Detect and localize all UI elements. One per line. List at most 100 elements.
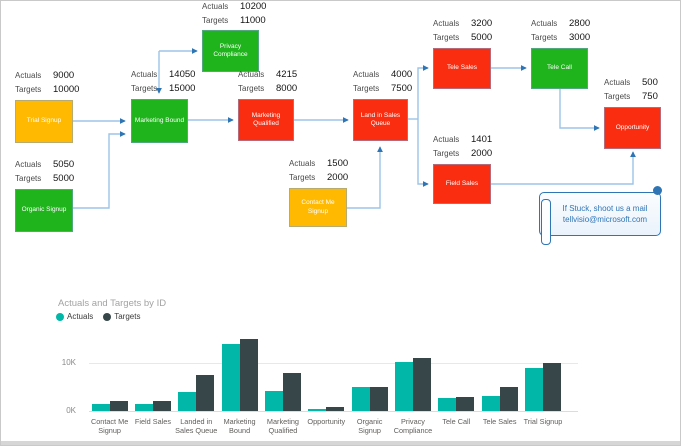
x-axis-label: Trial Signup	[523, 417, 563, 426]
flow-node-marketing-bound[interactable]: Marketing Bound	[131, 99, 188, 143]
bar-actuals-3[interactable]	[178, 392, 197, 411]
actuals-label: Actuals	[433, 135, 460, 144]
bar-targets-11[interactable]	[543, 363, 561, 411]
actuals-value: 9000	[53, 70, 75, 81]
actuals-value: 1401	[471, 134, 493, 145]
actuals-label: Actuals	[433, 19, 460, 28]
x-axis-label: Tele Sales	[482, 417, 517, 426]
bar-targets-5[interactable]	[282, 373, 301, 411]
bar-actuals-8[interactable]	[394, 362, 413, 411]
bar-targets-9[interactable]	[456, 397, 475, 411]
bar-targets-7[interactable]	[369, 387, 388, 411]
bottom-scrollbar-track[interactable]	[1, 441, 680, 445]
targets-value: 2000	[471, 148, 493, 159]
actuals-value: 10200	[240, 1, 267, 12]
flowchart: If Stuck, shoot us a mail tellvisio@micr…	[1, 1, 680, 291]
help-note[interactable]: If Stuck, shoot us a mail tellvisio@micr…	[539, 186, 662, 245]
legend-label-actuals: Actuals	[67, 312, 94, 321]
bar-targets-6[interactable]	[326, 407, 345, 411]
targets-label: Targets	[238, 84, 265, 93]
targets-value: 750	[642, 91, 658, 102]
bar-actuals-9[interactable]	[438, 398, 457, 411]
y-tick-10k: 10K	[61, 358, 76, 367]
flow-node-organic-signup[interactable]: Organic Signup	[15, 189, 73, 232]
actuals-label: Actuals	[353, 70, 380, 79]
targets-row: Targets 2000	[433, 148, 553, 162]
flow-node-marketing-qualified[interactable]: Marketing Qualified	[238, 99, 294, 141]
actuals-value: 4000	[391, 69, 413, 80]
actuals-label: Actuals	[604, 78, 631, 87]
actuals-label: Actuals	[238, 70, 265, 79]
node-label: Contact Me Signup	[301, 199, 335, 215]
actuals-row: Actuals 1500	[289, 158, 409, 172]
targets-value: 15000	[169, 83, 196, 94]
flow-node-opportunity[interactable]: Opportunity	[604, 107, 661, 149]
connector-salesqueue-to-fieldsales	[417, 119, 429, 187]
node-label: Land in Sales Queue	[360, 111, 401, 127]
note-line2: tellvisio@microsoft.com	[562, 215, 648, 224]
legend-dot-actuals-icon	[56, 312, 64, 321]
bar-actuals-2[interactable]	[134, 404, 153, 411]
actuals-row: Actuals 1401	[433, 134, 553, 148]
flow-node-trial-signup[interactable]: Trial Signup	[15, 100, 73, 143]
bar-actuals-7[interactable]	[351, 387, 370, 411]
bar-actuals-10[interactable]	[481, 396, 500, 411]
bar-targets-4[interactable]	[239, 339, 258, 411]
node-label: Tele Call	[547, 64, 572, 72]
gridline-10k	[89, 363, 578, 364]
actuals-row: Actuals 500	[604, 77, 680, 91]
chart-title: Actuals and Targets by ID	[58, 298, 167, 309]
legend-item-targets[interactable]: Targets	[103, 312, 140, 321]
bar-targets-2[interactable]	[152, 401, 171, 411]
node-label: Marketing Bound	[134, 116, 185, 124]
bar-actuals-5[interactable]	[264, 391, 283, 411]
bar-targets-1[interactable]	[109, 401, 128, 411]
bar-targets-3[interactable]	[196, 375, 215, 411]
actuals-label: Actuals	[131, 70, 158, 79]
targets-value: 5000	[53, 173, 75, 184]
actuals-value: 2800	[569, 18, 591, 29]
legend-item-actuals[interactable]: Actuals	[56, 312, 93, 321]
bar-actuals-1[interactable]	[91, 404, 110, 411]
x-axis-label: Marketing Bound	[223, 417, 256, 436]
targets-label: Targets	[433, 33, 460, 42]
bar-actuals-4[interactable]	[221, 344, 240, 411]
flow-node-land-in-sales-queue[interactable]: Land in Sales Queue	[353, 99, 408, 141]
flow-node-tele-sales[interactable]: Tele Sales	[433, 48, 491, 89]
x-axis-label: Tele Call	[442, 417, 471, 426]
y-tick-0k: 0K	[66, 406, 76, 415]
chart-legend: Actuals Targets	[56, 312, 140, 321]
bar-targets-10[interactable]	[499, 387, 518, 411]
bar-targets-8[interactable]	[412, 358, 431, 411]
flow-node-privacy-compliance[interactable]: Privacy Compliance	[202, 30, 259, 72]
actuals-label: Actuals	[289, 159, 316, 168]
actuals-value: 1500	[327, 158, 349, 169]
flow-node-tele-call[interactable]: Tele Call	[531, 48, 588, 89]
actuals-value: 500	[642, 77, 658, 88]
bar-actuals-11[interactable]	[525, 368, 543, 411]
targets-value: 10000	[53, 84, 80, 95]
bar-actuals-6[interactable]	[308, 409, 327, 411]
targets-label: Targets	[433, 149, 460, 158]
flow-node-contact-me-signup[interactable]: Contact Me Signup	[289, 188, 347, 227]
targets-value: 2000	[327, 172, 349, 183]
node-label: Tele Sales	[447, 64, 477, 72]
targets-label: Targets	[15, 174, 42, 183]
targets-value: 3000	[569, 32, 591, 43]
flow-node-field-sales[interactable]: Field Sales	[433, 164, 491, 204]
x-axis-line	[89, 411, 578, 412]
